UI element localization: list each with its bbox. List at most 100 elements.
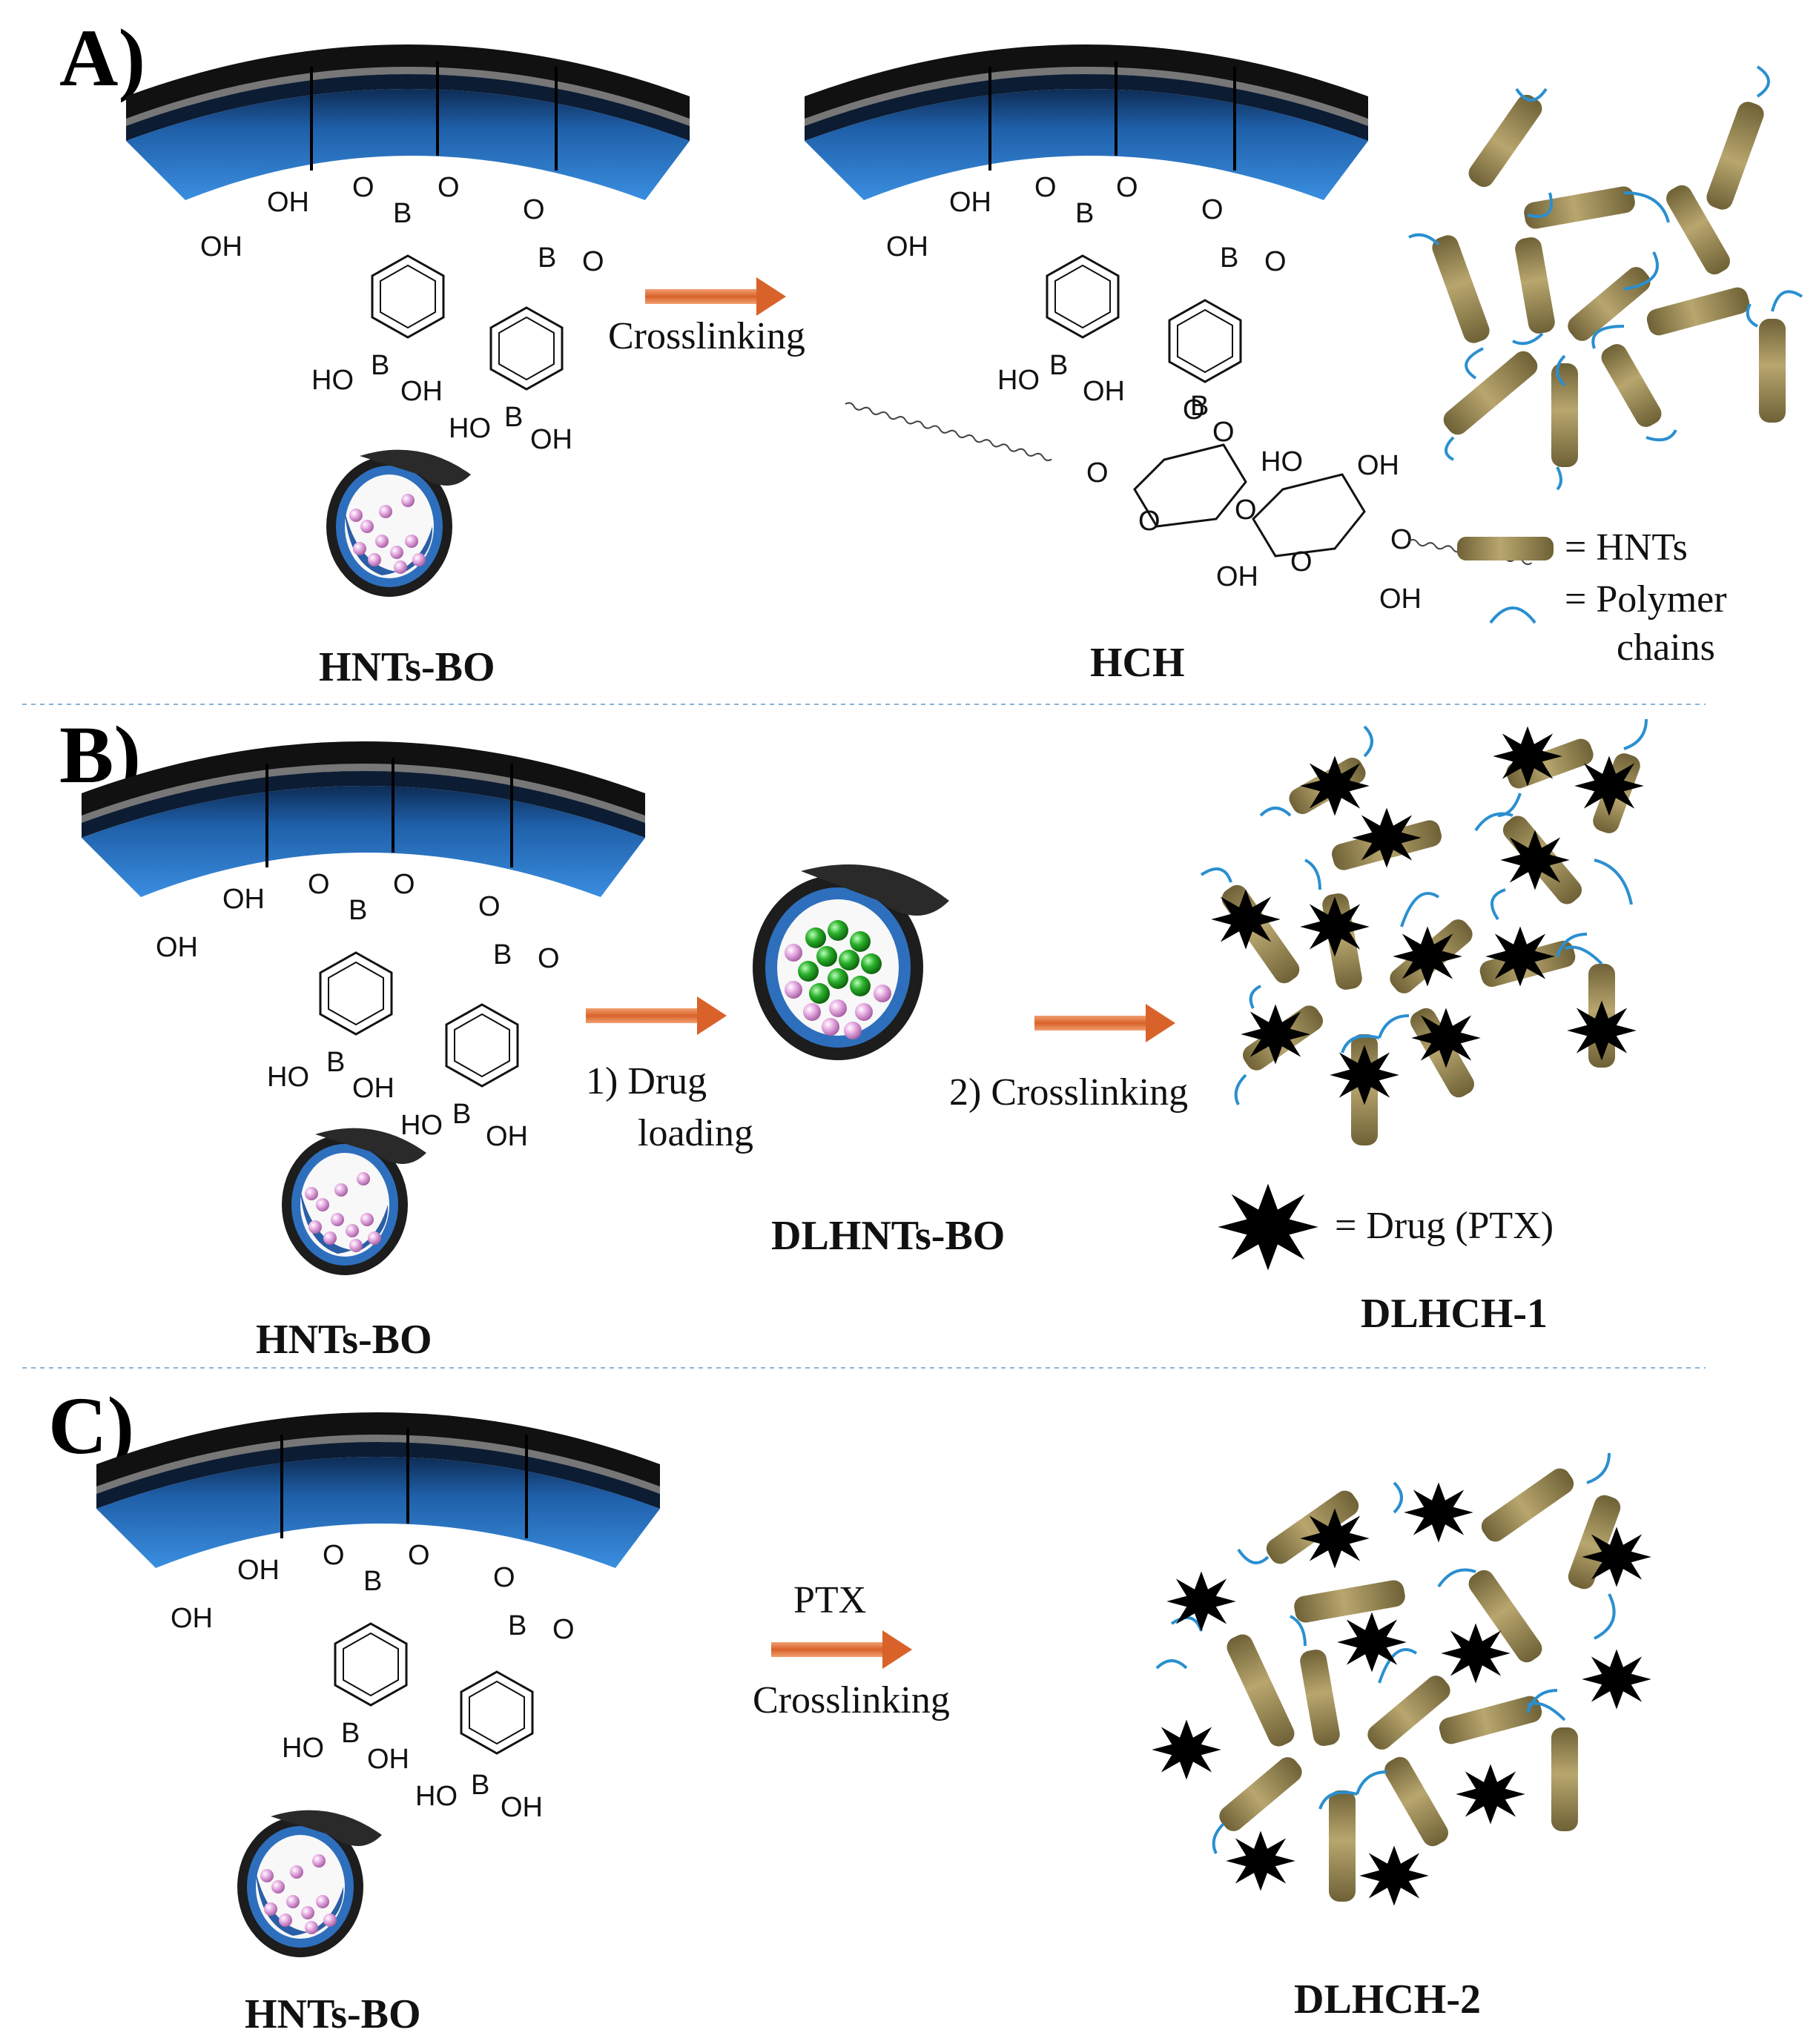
panel-c-clay [95,1411,661,1570]
chem-ho: HO [400,1110,443,1141]
chem-ho: HO [415,1781,458,1812]
chem-o: O [1390,524,1413,555]
chem-o: O [393,869,415,900]
panel-a-left-name: HNTs-BO [319,644,495,690]
panel-c-arrow-top: PTX [793,1579,866,1621]
sugar-ring [1252,473,1366,558]
panel-b-left-name: HNTs-BO [256,1317,432,1363]
hnts-bo-tube [237,1810,382,1957]
legend-polymer-swatch [1489,606,1536,624]
panel-b-step1: 1) Drug [586,1060,707,1102]
chem-b: B [1190,391,1209,422]
chem-oh: OH [171,1603,213,1634]
arrow [586,996,727,1035]
chem-oh: OH [530,424,572,455]
chem-b: B [471,1770,489,1801]
panel-c-right-name: DLHCH-2 [1294,1977,1481,2022]
chem-oh: OH [237,1555,280,1586]
dlhch-2-network [1152,1452,1651,1906]
legend-hnts-label: = HNTs [1565,526,1688,569]
chem-o: O [1290,546,1313,578]
chem-o: O [408,1540,430,1571]
chem-oh: OH [501,1792,543,1823]
panel-a-clay-right [803,43,1370,202]
chem-oh: OH [267,187,309,218]
legend-drug-icon [1218,1183,1318,1271]
panel-b-step2: 2) Crosslinking [949,1071,1188,1114]
chem-o: O [478,891,501,922]
chem-b: B [504,402,523,433]
chem-oh: OH [352,1073,394,1104]
chem-ho: HO [1261,446,1303,477]
chem-o: O [1183,394,1205,426]
chem-b: B [452,1099,471,1130]
chem-o: O [523,194,545,225]
chem-o: O [438,172,460,203]
chem-o: O [1034,172,1057,203]
chem-oh: OH [200,231,242,262]
benzene-ring [489,306,564,391]
arrow [645,277,786,316]
chem-b: B [493,939,512,970]
chem-o: O [323,1540,345,1571]
chem-oh: OH [156,932,198,963]
panel-a: A) OH OH O O B B HO OH O B O B HO OH HNT… [59,13,1803,690]
sugar-ring [1133,443,1247,528]
panel-b: B) OH OH O O B B HO OH O B O B HO OH HNT… [59,710,1648,1363]
chem-ho: HO [282,1733,324,1764]
chem-oh: OH [222,884,265,915]
benzene-ring [334,1622,408,1707]
chem-oh: OH [1216,561,1258,592]
chem-oh: OH [886,231,928,262]
chem-o: O [1212,417,1235,448]
chem-b: B [1049,350,1068,381]
hch-network [1408,65,1803,491]
legend-hnts-swatch [1457,537,1554,560]
benzene-ring [1168,299,1242,383]
chem-ho: HO [311,365,354,396]
panel-b-step1-line2: loading [638,1112,753,1154]
chem-b: B [1075,198,1094,229]
chem-b: B [393,198,412,229]
chem-b: B [341,1718,360,1749]
chem-o: O [538,943,560,974]
chem-oh: OH [486,1121,528,1152]
chem-o: O [552,1614,575,1645]
panel-b-clay [80,740,647,899]
chem-o: O [1235,495,1257,526]
chem-o: O [308,869,330,900]
panel-c-label: C) [48,1380,134,1471]
arrow [771,1630,912,1669]
chem-ho: HO [997,365,1040,396]
benzene-ring [445,1003,519,1088]
panel-b-right-name: DLHCH-1 [1361,1291,1548,1337]
dlhnts-bo-tube [753,864,949,1060]
chem-oh: OH [949,187,991,218]
panel-a-label: A) [59,13,145,103]
chem-b: B [371,350,389,381]
benzene-ring [319,951,393,1036]
polymer-backbone [845,402,1052,462]
chem-oh: OH [400,376,443,407]
panel-c: C) OH OH O O B B HO OH O B O B HO OH HNT… [48,1380,1651,2037]
panel-a-arrow-label: Crosslinking [608,315,805,357]
chem-o: O [1116,172,1138,203]
chem-ho: HO [267,1062,309,1093]
chem-o: O [582,246,604,277]
arrow [1034,1004,1175,1042]
hnts-bo-tube [282,1128,426,1275]
chem-ho: HO [449,413,491,444]
chem-oh: OH [1083,376,1125,407]
chem-oh: OH [1379,583,1422,615]
chem-b: B [363,1566,382,1597]
dlhch-1-network [1200,718,1648,1145]
chem-o: O [352,172,374,203]
chem-o: O [1138,506,1161,537]
panel-b-middle-name: DLHNTs-BO [771,1213,1005,1259]
chem-o: O [1264,246,1287,277]
legend-polymer-label-2: chains [1617,626,1715,669]
panel-c-arrow-bottom: Crosslinking [753,1679,950,1721]
hnts-bo-tube [326,449,471,597]
chem-b: B [349,895,367,926]
chem-o: O [493,1562,515,1593]
